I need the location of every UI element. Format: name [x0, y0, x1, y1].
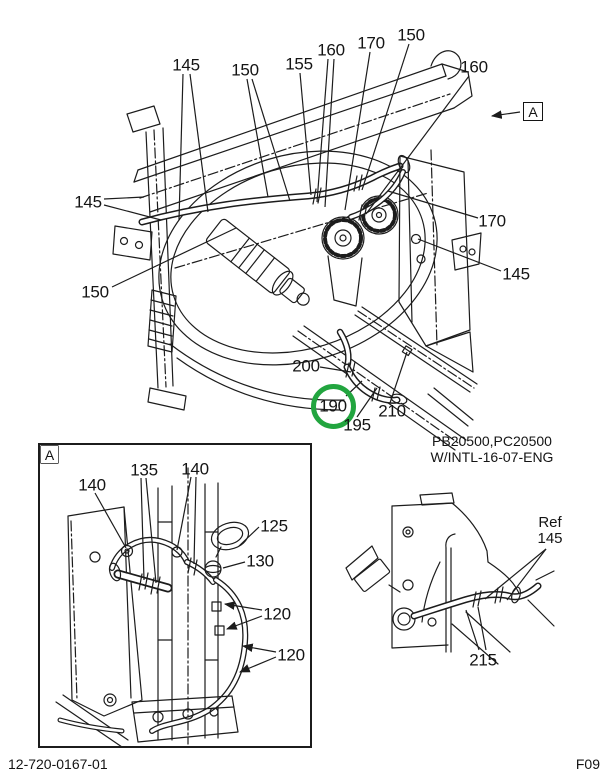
callout-120: 120: [277, 645, 305, 665]
callout-200: 200: [292, 356, 320, 376]
callout-215: 215: [469, 650, 497, 670]
callout-125: 125: [260, 516, 288, 536]
figure-number: 12-720-0167-01: [8, 756, 108, 772]
callout-140: 140: [181, 459, 209, 479]
callout-170: 170: [357, 33, 385, 53]
callout-140: 140: [78, 475, 106, 495]
ref-prefix: Ref: [538, 514, 562, 531]
callout-160: 160: [460, 57, 488, 77]
detail-right-leader-lines: [465, 548, 547, 651]
page-code: F09: [575, 756, 600, 772]
callout-145: 145: [74, 192, 102, 212]
callout-160: 160: [317, 40, 345, 60]
callout-150: 150: [231, 60, 259, 80]
callout-195: 195: [343, 415, 371, 435]
view-marker-a-letter: A: [528, 103, 538, 120]
ref-145-label: Ref 145: [537, 515, 562, 547]
caption-model-codes: PB20500,PC20500: [432, 433, 552, 449]
ref-number: 145: [537, 530, 563, 547]
detail-a-leader-lines: [94, 476, 277, 673]
callout-145: 145: [172, 55, 200, 75]
callout-150: 150: [397, 25, 425, 45]
callout-155: 155: [285, 54, 313, 74]
detail-a-marker-letter: A: [44, 446, 55, 463]
callout-135: 135: [130, 460, 158, 480]
view-marker-a: A: [523, 102, 543, 121]
callout-150: 150: [81, 282, 109, 302]
callout-130: 130: [246, 551, 274, 571]
highlight-circle-190: [310, 383, 356, 429]
callout-190: 190: [319, 396, 347, 416]
detail-a-marker: A: [41, 446, 58, 463]
main-view-leader-lines: [103, 43, 521, 418]
callout-145: 145: [502, 264, 530, 284]
main-view-drawing: [112, 50, 482, 451]
applicability-caption: PB20500,PC20500 W/INTL-16-07-ENG: [430, 433, 554, 465]
callout-170: 170: [478, 211, 506, 231]
caption-engine-code: W/INTL-16-07-ENG: [430, 448, 554, 465]
callout-210: 210: [378, 401, 406, 421]
callout-120: 120: [263, 604, 291, 624]
